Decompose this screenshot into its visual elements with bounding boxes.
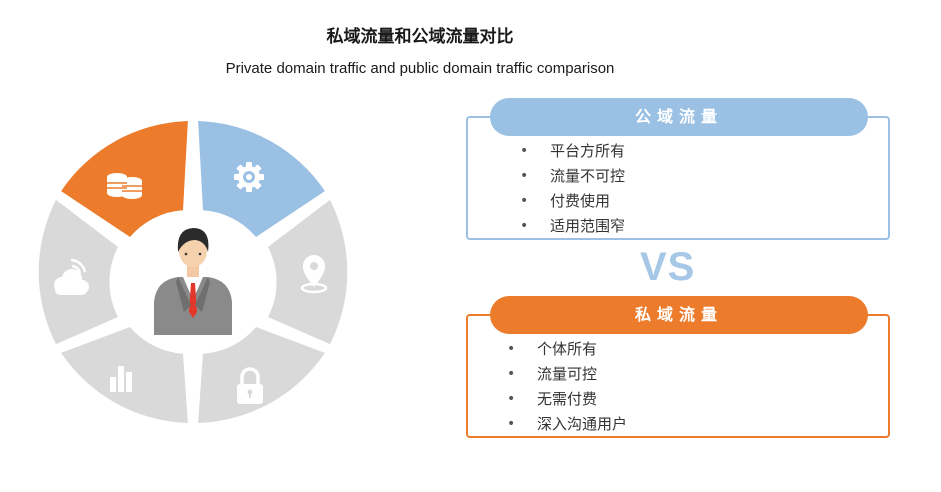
location-pin-icon bbox=[300, 255, 328, 294]
page-subtitle: Private domain traffic and public domain… bbox=[225, 60, 615, 77]
bullet-icon: • bbox=[520, 168, 529, 184]
ring-segment-chart bbox=[61, 327, 188, 423]
list-item: •付费使用 bbox=[520, 189, 625, 214]
public-traffic-title: 公域流量 bbox=[490, 98, 868, 136]
public-traffic-list: •平台方所有 •流量不可控 •付费使用 •适用范围窄 bbox=[520, 139, 625, 239]
coins-icon bbox=[107, 173, 142, 199]
list-item: •无需付费 bbox=[507, 387, 627, 412]
list-item: •个体所有 bbox=[507, 337, 627, 362]
private-traffic-list: •个体所有 •流量可控 •无需付费 •深入沟通用户 bbox=[507, 337, 627, 437]
bullet-icon: • bbox=[520, 143, 529, 159]
ring-segment-lock bbox=[198, 327, 325, 423]
list-item: •流量可控 bbox=[507, 362, 627, 387]
page-title: 私域流量和公域流量对比 bbox=[326, 27, 514, 47]
bullet-icon: • bbox=[507, 366, 516, 382]
gear-icon bbox=[234, 162, 264, 192]
bar-chart-icon bbox=[110, 366, 132, 392]
cloud-signal-icon bbox=[54, 258, 89, 295]
bullet-icon: • bbox=[520, 193, 529, 209]
private-traffic-title: 私域流量 bbox=[490, 296, 868, 334]
list-item: •适用范围窄 bbox=[520, 214, 625, 239]
list-item: •平台方所有 bbox=[520, 139, 625, 164]
businessman-icon bbox=[154, 228, 232, 335]
bullet-icon: • bbox=[507, 341, 516, 357]
private-traffic-panel bbox=[466, 314, 890, 438]
list-item: •流量不可控 bbox=[520, 164, 625, 189]
bullet-icon: • bbox=[507, 391, 516, 407]
public-traffic-panel bbox=[466, 116, 890, 240]
bullet-icon: • bbox=[507, 416, 516, 432]
lock-icon bbox=[237, 367, 263, 404]
traffic-ring-diagram bbox=[38, 121, 348, 423]
vs-label: VS bbox=[640, 245, 696, 289]
bullet-icon: • bbox=[520, 218, 529, 234]
list-item: •深入沟通用户 bbox=[507, 412, 627, 437]
